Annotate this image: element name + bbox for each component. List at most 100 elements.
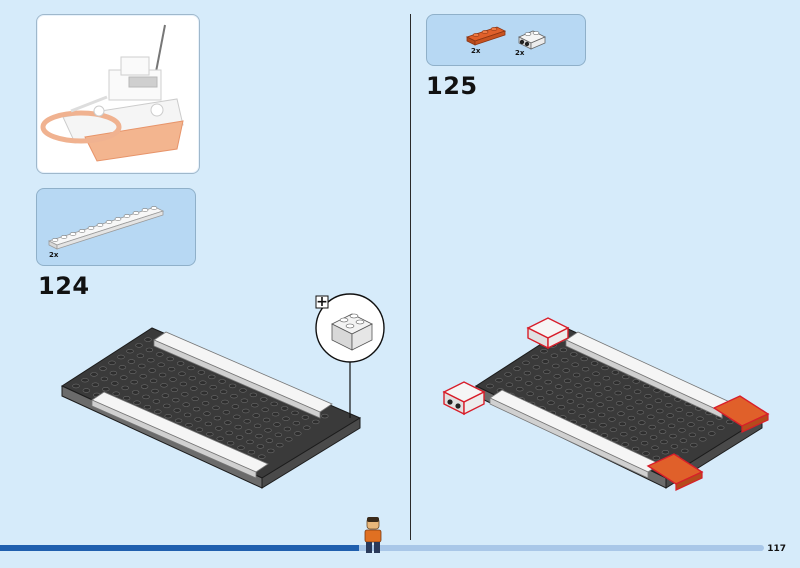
plate-stud	[593, 381, 602, 387]
plate-stud	[161, 393, 170, 398]
plate-stud	[696, 416, 704, 421]
plate-stud	[209, 385, 217, 390]
plate-stud	[522, 360, 530, 365]
plate-stud	[199, 380, 207, 385]
plate-stud	[654, 398, 663, 403]
plate-stud	[636, 410, 645, 415]
plate-stud	[708, 431, 716, 436]
plate-stud	[167, 367, 176, 372]
plate-stud	[592, 371, 600, 376]
plate-stud	[255, 433, 263, 439]
plate-stud	[100, 376, 109, 382]
plate-stud	[553, 374, 561, 379]
plate-stud	[678, 428, 686, 433]
plate-stud	[638, 420, 646, 425]
plate-stud	[195, 427, 204, 432]
plate-stud	[303, 425, 311, 430]
step-125-build-illustration	[442, 317, 770, 491]
plate-stud	[127, 359, 136, 364]
plate-stud	[604, 386, 612, 391]
plate-stud	[651, 445, 659, 450]
plate-stud	[717, 425, 725, 430]
plate-stud	[596, 402, 604, 407]
plate-stud	[276, 442, 284, 448]
plate-stud	[544, 379, 552, 385]
plate-stud	[565, 388, 573, 394]
plate-stud	[632, 379, 640, 384]
plate-stud	[526, 391, 534, 396]
plate-stud	[574, 383, 582, 388]
plate-stud	[222, 410, 231, 415]
plate-stud	[252, 413, 260, 418]
plate-stud	[145, 347, 154, 353]
plate-stud	[571, 362, 579, 367]
plate-stud	[675, 407, 683, 412]
plate-stud	[201, 401, 210, 406]
plate-stud	[122, 396, 131, 401]
plate-stud	[172, 397, 180, 403]
plate-stud	[212, 405, 220, 410]
plate-stud	[235, 435, 244, 440]
plate-stud	[602, 376, 611, 381]
plate-stud	[247, 450, 256, 455]
plate-stud	[102, 387, 110, 392]
plate-stud	[264, 428, 272, 433]
plate-stud	[144, 337, 152, 342]
plate-stud	[135, 343, 143, 348]
plate-stud	[242, 408, 250, 414]
plate-stud	[126, 349, 134, 354]
plate-stud	[249, 392, 258, 398]
white-brick-modified-2x2-icon	[518, 30, 546, 50]
plate-stud	[626, 405, 634, 410]
plate-stud	[685, 412, 694, 417]
plate-stud	[681, 448, 689, 454]
plate-stud	[635, 399, 643, 405]
plate-stud	[258, 454, 266, 459]
step-number-124: 124	[38, 272, 90, 300]
plate-stud	[151, 388, 159, 394]
plate-stud	[584, 387, 593, 392]
plate-stud	[570, 352, 578, 357]
builder-minifigure-icon	[364, 517, 382, 553]
part-quantity: 2x	[471, 47, 481, 55]
plate-stud	[595, 392, 603, 397]
plate-stud	[147, 358, 155, 363]
plate-stud	[260, 397, 268, 402]
plate-stud	[270, 401, 278, 407]
plate-stud	[669, 433, 677, 439]
plate-stud	[243, 419, 251, 424]
plate-stud	[562, 368, 570, 373]
plate-stud	[540, 349, 548, 354]
plate-stud	[267, 448, 275, 454]
plate-stud	[208, 374, 216, 380]
plate-stud	[82, 388, 91, 393]
plate-stud	[535, 385, 543, 391]
plate-stud	[136, 353, 145, 358]
plate-stud	[129, 369, 137, 374]
plate-stud	[273, 422, 281, 427]
plate-stud	[660, 439, 668, 445]
plate-stud	[658, 429, 667, 434]
plate-stud	[667, 423, 676, 428]
plate-stud	[679, 438, 688, 443]
plate-stud	[609, 427, 618, 432]
plate-stud	[99, 366, 107, 371]
plate-stud	[160, 383, 168, 388]
plate-stud	[149, 378, 158, 383]
plate-stud	[583, 377, 591, 382]
plate-stud	[154, 409, 162, 414]
white-plate-1x12-icon	[47, 206, 165, 250]
plate-stud	[200, 390, 208, 396]
plate-stud	[294, 431, 302, 436]
plate-stud	[210, 395, 219, 400]
plate-stud	[215, 426, 223, 431]
plate-stud	[514, 376, 523, 382]
plate-stud	[545, 390, 554, 395]
plate-stud	[605, 396, 613, 401]
plate-stud	[265, 438, 274, 443]
orange-plate-1x3-icon	[465, 26, 507, 46]
plate-stud	[620, 432, 628, 437]
plate-stud	[240, 398, 249, 403]
plate-stud	[631, 446, 640, 452]
part-quantity: 2x	[49, 251, 59, 259]
